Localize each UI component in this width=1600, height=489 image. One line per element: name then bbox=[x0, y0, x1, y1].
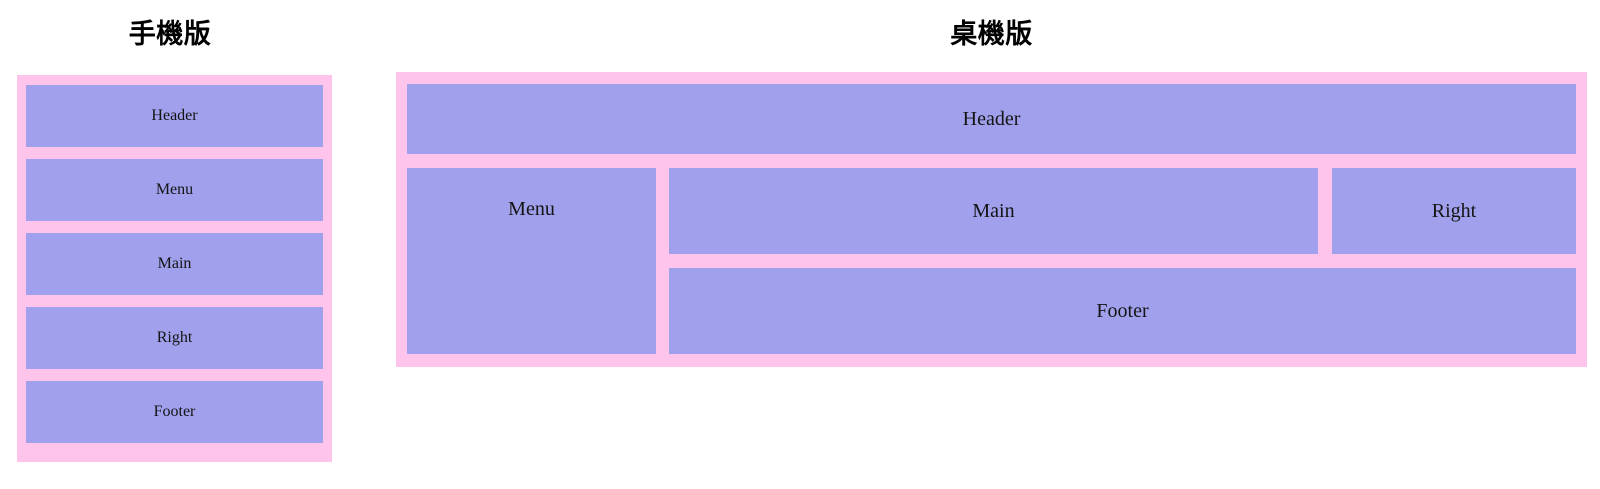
desktop-block-header[interactable]: Header bbox=[407, 84, 1576, 154]
desktop-block-main-label: Main bbox=[972, 199, 1015, 222]
desktop-block-menu-label: Menu bbox=[508, 198, 555, 220]
desktop-block-footer[interactable]: Footer bbox=[669, 268, 1576, 354]
desktop-block-main[interactable]: Main bbox=[669, 168, 1318, 254]
mobile-block-main-label: Main bbox=[157, 255, 192, 272]
desktop-block-right-label: Right bbox=[1431, 199, 1477, 222]
mobile-block-header[interactable]: Header bbox=[26, 85, 323, 147]
mobile-block-menu-label: Menu bbox=[155, 181, 194, 198]
desktop-block-menu[interactable]: Menu bbox=[407, 168, 656, 354]
desktop-wireframe-container: Header Menu Main Right Footer bbox=[396, 72, 1587, 367]
mobile-block-footer[interactable]: Footer bbox=[26, 381, 323, 443]
desktop-block-footer-label: Footer bbox=[1096, 299, 1149, 322]
desktop-wireframe-title: 桌機版 bbox=[950, 19, 1033, 49]
desktop-block-right[interactable]: Right bbox=[1332, 168, 1576, 254]
mobile-block-right[interactable]: Right bbox=[26, 307, 323, 369]
mobile-wireframe-title: 手機版 bbox=[128, 19, 212, 49]
mobile-block-main[interactable]: Main bbox=[26, 233, 323, 295]
mobile-block-header-label: Header bbox=[151, 107, 198, 124]
mobile-block-footer-label: Footer bbox=[153, 403, 196, 420]
mobile-wireframe-container: Header Menu Main Right Footer bbox=[17, 75, 332, 462]
mobile-block-right-label: Right bbox=[156, 329, 193, 346]
desktop-block-header-label: Header bbox=[962, 107, 1021, 130]
mobile-block-menu[interactable]: Menu bbox=[26, 159, 323, 221]
